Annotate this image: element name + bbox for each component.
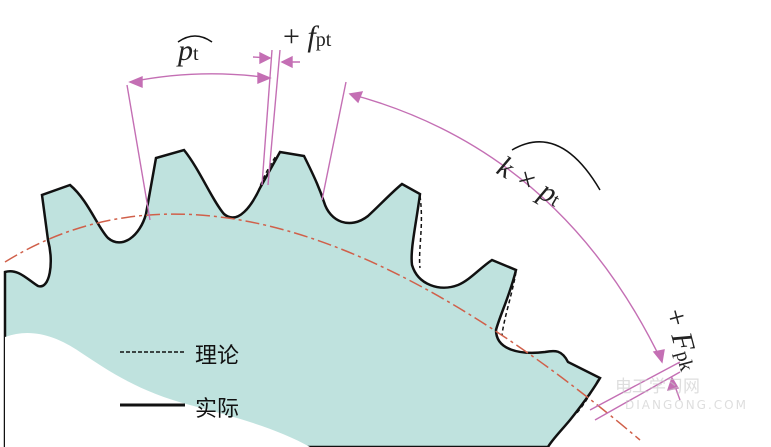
arc-symbol (177, 35, 213, 43)
gear-body (3, 148, 602, 447)
pitch-label: pt (178, 34, 199, 67)
pitch-circle (4, 213, 641, 441)
legend-lines (120, 351, 185, 407)
watermark-cn: 电工学习网 (615, 377, 700, 397)
hub-cutout (5, 333, 310, 447)
legend-theoretical: 理论 (195, 344, 240, 369)
fpt-label: + fpt (283, 20, 332, 53)
watermark-en: DIANGONG.COM (625, 398, 748, 412)
arc-symbol (511, 141, 601, 191)
dimension-lines (126, 49, 681, 421)
legend-actual: 实际 (195, 397, 240, 422)
